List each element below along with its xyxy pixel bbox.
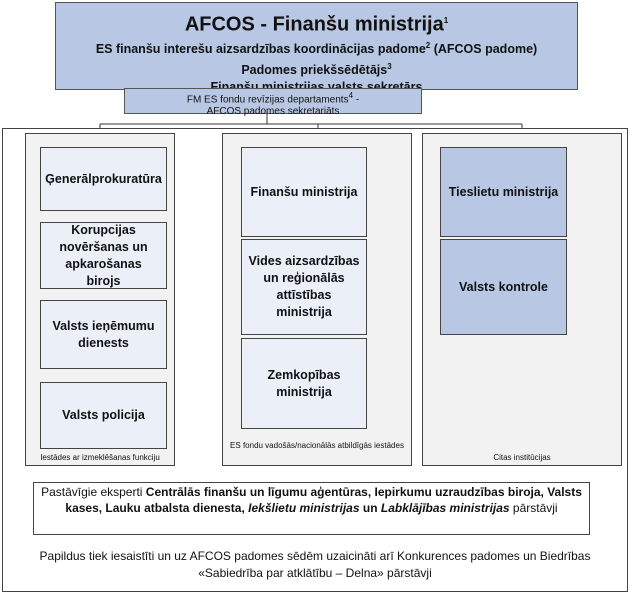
permanent-experts-box: Pastāvīgie eksperti Centrālās finanšu un… <box>33 482 590 535</box>
secretariat-line2: AFCOS padomes sekretariāts <box>206 106 340 118</box>
experts-mid: un <box>359 501 381 515</box>
experts-bold: Centrālās finanšu un līgumu aģentūras, I… <box>65 485 582 515</box>
council-name: ES finanšu interešu aizsardzības koordin… <box>95 40 538 56</box>
experts-italic-2: Labklājības ministrijas <box>380 501 510 515</box>
box-prosecutor-general: Ģenerālprokuratūra <box>40 147 167 211</box>
box-finance-ministry: Finanšu ministrija <box>241 147 367 237</box>
secretariat-line1: FM ES fondu revīzijas departaments4 - <box>186 91 360 106</box>
afcos-title: AFCOS - Finanšu ministrija1 <box>184 13 449 36</box>
caption-managing-authorities: ES fondu vadošās/nacionālās atbildīgās i… <box>230 441 404 450</box>
secretariat-box: FM ES fondu revīzijas departaments4 - AF… <box>124 88 422 117</box>
box-revenue-service: Valsts ieņēmumu dienests <box>40 300 167 369</box>
box-justice-ministry: Tieslietu ministrija <box>440 147 567 237</box>
box-environment-ministry: Vides aizsardzības un reģionālās attīstī… <box>241 239 367 335</box>
additional-participants-text: Papildus tiek iesaistīti un uz AFCOS pad… <box>39 549 591 580</box>
caption-other-institutions: Citas institūcijas <box>493 453 551 462</box>
experts-prefix: Pastāvīgie eksperti <box>41 485 146 499</box>
caption-investigation: Iestādes ar izmeklēšanas funkciju <box>40 453 160 462</box>
council-chair: Padomes priekšsēdētājs3 <box>241 61 392 77</box>
box-agriculture-ministry: Zemkopības ministrija <box>241 338 367 429</box>
experts-italic-1: Iekšlietu ministrijas <box>248 501 360 515</box>
box-anti-corruption-bureau: Korupcijas novēršanas un apkarošanas bir… <box>40 222 167 289</box>
box-state-audit-office: Valsts kontrole <box>440 239 567 335</box>
experts-suffix: pārstāvji <box>509 501 558 515</box>
afcos-header-box: AFCOS - Finanšu ministrija1 ES finanšu i… <box>55 2 578 94</box>
box-state-police: Valsts policija <box>40 382 167 449</box>
